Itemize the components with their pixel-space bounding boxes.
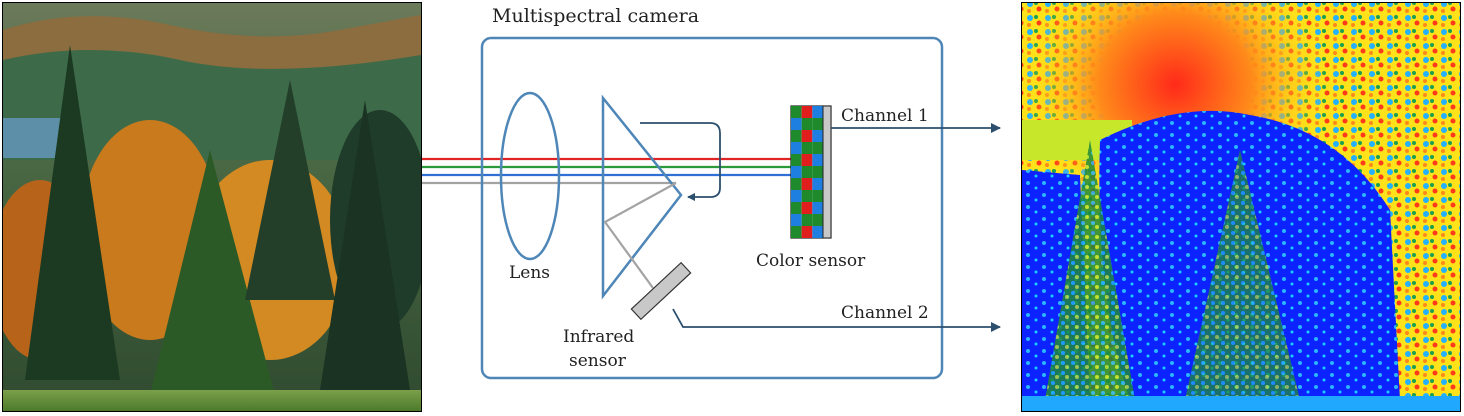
sensor-pixel bbox=[801, 130, 813, 142]
prism-reflection-arrow bbox=[640, 122, 721, 201]
prism-shape bbox=[601, 94, 683, 300]
infrared-sensor-label-line2: sensor bbox=[569, 351, 627, 371]
sensor-pixel bbox=[791, 166, 802, 178]
camera-frame bbox=[480, 36, 944, 380]
sensor-pixel bbox=[812, 118, 823, 130]
infrared-sensor-chip bbox=[630, 261, 692, 321]
color-sensor-label: Color sensor bbox=[756, 251, 866, 271]
incoming-rays bbox=[422, 157, 792, 185]
infrared-sensor-label-line1: Infrared bbox=[563, 327, 634, 347]
sensor-pixel bbox=[801, 118, 813, 130]
sensor-pixel bbox=[812, 202, 823, 214]
sensor-pixel bbox=[801, 202, 813, 214]
sensor-pixel bbox=[801, 106, 813, 118]
sensor-pixel bbox=[801, 190, 813, 202]
sensor-pixel bbox=[812, 190, 823, 202]
sensor-pixel bbox=[812, 166, 823, 178]
sensor-pixel bbox=[791, 154, 802, 166]
sensor-pixel bbox=[791, 202, 802, 214]
sensor-pixel bbox=[812, 142, 823, 154]
infrared-ray bbox=[603, 182, 677, 289]
sensor-pixel bbox=[812, 130, 823, 142]
sensor-pixel bbox=[791, 106, 802, 118]
false-color-infrared-image bbox=[1021, 2, 1461, 412]
sensor-pixel bbox=[801, 142, 813, 154]
sensor-pixel bbox=[791, 142, 802, 154]
sensor-pixel bbox=[791, 226, 802, 238]
sensor-pixel bbox=[791, 130, 802, 142]
sensor-pixel bbox=[812, 178, 823, 190]
sensor-pixel bbox=[791, 118, 802, 130]
sensor-pixel bbox=[791, 190, 802, 202]
sensor-pixel bbox=[801, 166, 813, 178]
sensor-pixel bbox=[812, 106, 823, 118]
sensor-pixel bbox=[801, 154, 813, 166]
sensor-pixel bbox=[801, 226, 813, 238]
forest-photo bbox=[2, 2, 422, 412]
channel2-arrow bbox=[672, 308, 1001, 332]
lens-shape bbox=[499, 91, 561, 261]
camera-title: Multispectral camera bbox=[492, 5, 699, 27]
lens-label: Lens bbox=[509, 263, 550, 283]
channel2-label: Channel 2 bbox=[841, 303, 929, 323]
sensor-pixel bbox=[791, 178, 802, 190]
sensor-pixel bbox=[812, 154, 823, 166]
sensor-pixel bbox=[812, 226, 823, 238]
sensor-pixel bbox=[801, 214, 813, 226]
sensor-pixel bbox=[812, 214, 823, 226]
color-sensor-chip bbox=[790, 105, 832, 239]
sensor-pixel bbox=[791, 214, 802, 226]
channel1-label: Channel 1 bbox=[841, 106, 929, 126]
sensor-pixel bbox=[801, 178, 813, 190]
